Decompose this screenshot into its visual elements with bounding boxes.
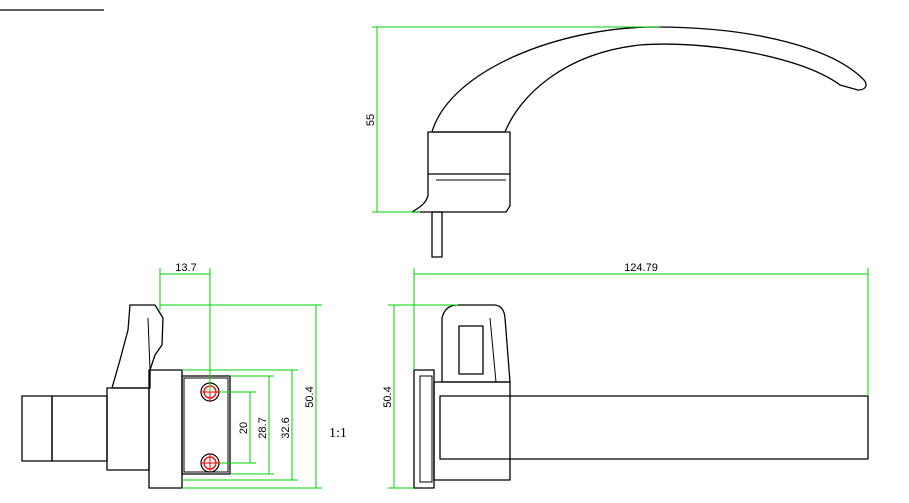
- left-latch: [111, 304, 164, 389]
- right-backplate-inner: [419, 375, 433, 483]
- dim-50_4-right-label: 50.4: [382, 386, 394, 407]
- dim-50_4-left-label: 50.4: [304, 386, 316, 407]
- left-view: 13.7 20 28.7 32.6 50.4: [21, 262, 322, 489]
- right-latch-housing: [441, 304, 511, 383]
- left-mount-plate: [181, 375, 231, 475]
- left-latch-line: [147, 317, 151, 371]
- left-mount-frame: [148, 369, 183, 489]
- right-base: [433, 381, 511, 481]
- left-body: [106, 387, 150, 471]
- right-lever-body: [439, 395, 869, 460]
- dim-32_6-label: 32.6: [280, 417, 292, 438]
- right-latch-divider: [489, 317, 497, 383]
- top-view: 55: [365, 26, 867, 258]
- left-spindle-collar: [51, 395, 108, 462]
- dim-55-label: 55: [365, 114, 377, 126]
- right-latch-window: [458, 325, 484, 375]
- dim-124_79-label: 124.79: [624, 262, 658, 274]
- dim-28_7-label: 28.7: [257, 417, 269, 438]
- spindle: [431, 211, 443, 258]
- left-mount-plate-inner: [183, 377, 229, 473]
- lever-arm-outline: [431, 26, 867, 133]
- right-backplate: [413, 369, 435, 489]
- scale-label: 1:1: [329, 426, 347, 441]
- collar: [427, 131, 511, 175]
- left-spindle-stub: [21, 395, 53, 462]
- dim-20-label: 20: [238, 422, 250, 434]
- base-outline: [411, 174, 511, 213]
- right-view: 124.79 50.4: [382, 262, 869, 489]
- dim-13_7-label: 13.7: [175, 262, 196, 274]
